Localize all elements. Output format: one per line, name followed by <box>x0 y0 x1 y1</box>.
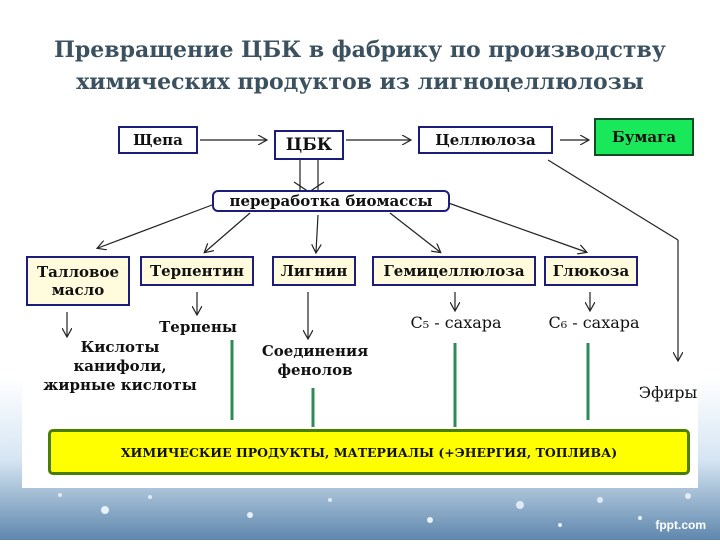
output-ethers: Эфиры <box>638 383 698 402</box>
node-cellulose: Целлюлоза <box>418 126 553 154</box>
output-c5-sugars: C₅ - сахара <box>410 313 502 332</box>
output-c6-sugars: C₆ - сахара <box>548 313 640 332</box>
node-paper: Бумага <box>594 118 694 156</box>
node-hemicellulose: Гемицеллюлоза <box>372 256 536 286</box>
output-resin-acids-line-1: Кислоты <box>80 338 160 356</box>
node-pulp-mill: ЦБК <box>274 130 344 160</box>
output-resin-acids-line-2: канифоли, <box>73 357 167 375</box>
tall-oil-line-2: масло <box>51 281 105 299</box>
title-line-1: Превращение ЦБК в фабрику по производств… <box>54 37 666 63</box>
output-phenols-line-1: Соединения <box>261 342 369 360</box>
output-phenols-line-2: фенолов <box>277 361 353 379</box>
output-phenols: Соединения фенолов <box>252 342 378 380</box>
tall-oil-line-1: Талловое <box>36 263 119 281</box>
output-resin-acids: Кислоты канифоли, жирные кислоты <box>30 338 210 395</box>
fppt-logo: fppt.com <box>655 518 706 532</box>
output-terpenes: Терпены <box>159 318 237 336</box>
node-biomass-processing: переработка биомассы <box>212 190 450 212</box>
product-bar: ХИМИЧЕСКИЕ ПРОДУКТЫ, МАТЕРИАЛЫ (+ЭНЕРГИЯ… <box>48 429 690 475</box>
node-turpentine: Терпентин <box>140 256 254 286</box>
node-tall-oil: Талловое масло <box>26 256 130 306</box>
node-wood-chips: Щепа <box>118 126 198 154</box>
output-resin-acids-line-3: жирные кислоты <box>43 376 197 394</box>
slide-title: Превращение ЦБК в фабрику по производств… <box>0 34 720 98</box>
title-line-2: химических продуктов из лигноцеллюлозы <box>76 69 644 95</box>
node-glucose: Глюкоза <box>544 256 638 286</box>
node-lignin: Лигнин <box>272 256 356 286</box>
